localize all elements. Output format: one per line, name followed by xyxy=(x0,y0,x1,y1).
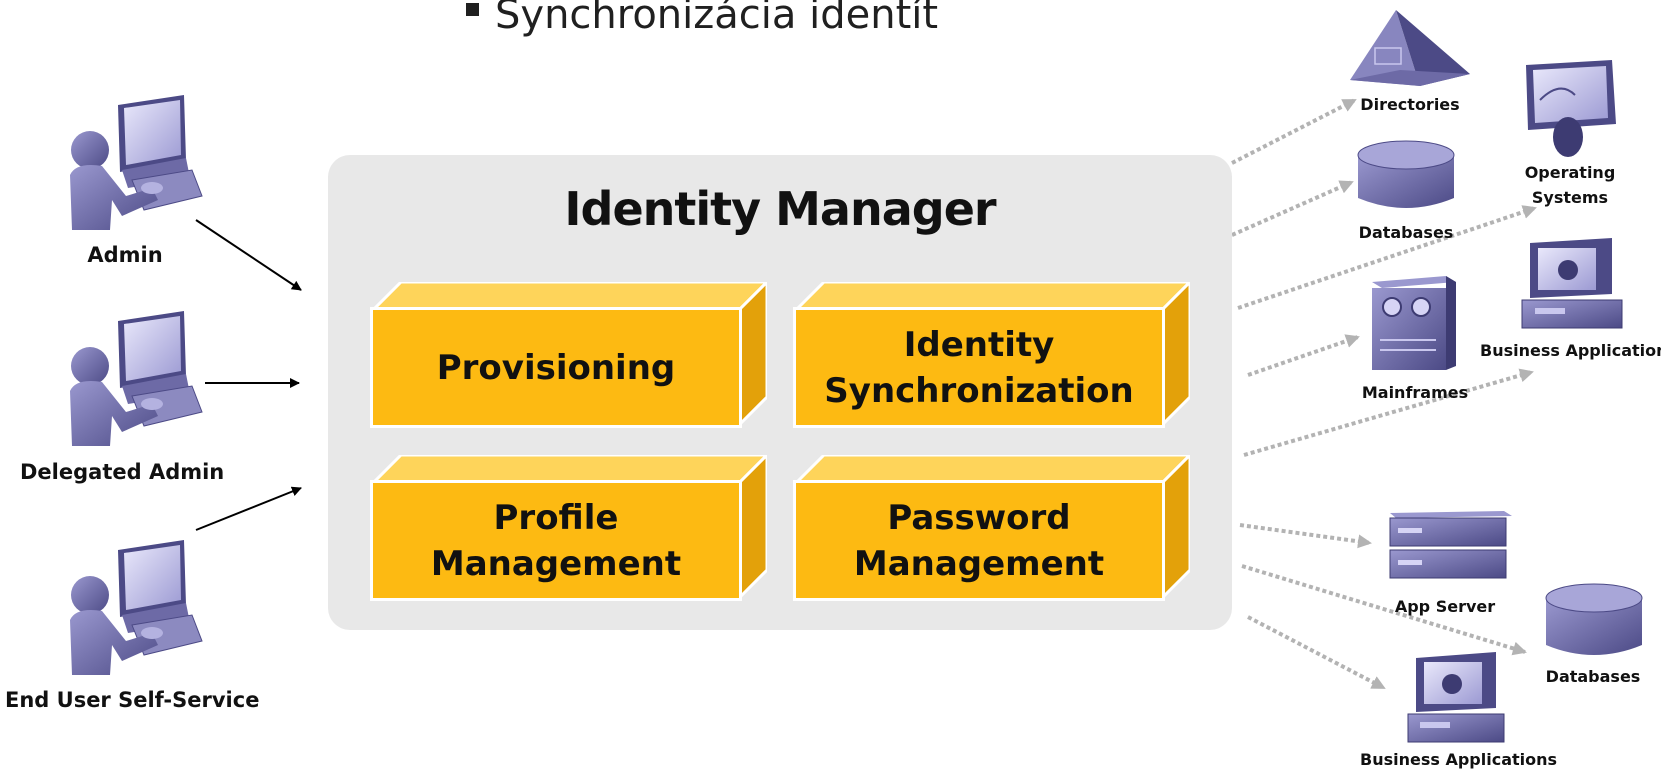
arrow-to-business-apps-top xyxy=(1243,368,1534,457)
identity-manager-title: Identity Manager xyxy=(564,182,996,236)
target-label-databases-bottom: Databases xyxy=(1545,667,1641,686)
user-label-delegated-admin: Delegated Admin xyxy=(20,460,225,484)
user-label-end-user: End User Self-Service xyxy=(5,688,260,712)
header-bullet-text: Synchronizácia identít xyxy=(495,0,939,38)
target-label-directories: Directories xyxy=(1360,95,1460,114)
module-provisioning: Provisioning xyxy=(373,282,767,425)
admin-arrow xyxy=(195,219,302,291)
module-provisioning-label: Provisioning xyxy=(373,310,739,425)
target-label-databases-top: Databases xyxy=(1358,223,1454,242)
target-label-mainframes: Mainframes xyxy=(1361,383,1469,402)
database-bottom-icon xyxy=(1545,583,1643,655)
arrow-to-business-apps-bottom xyxy=(1247,615,1386,690)
target-label-app-server: App Server xyxy=(1394,597,1496,616)
end-user-arrow xyxy=(195,486,302,531)
module-3d-edges xyxy=(373,455,767,598)
arrow-to-directories xyxy=(1231,98,1357,165)
admin-user-icon xyxy=(70,95,203,230)
database-top-icon xyxy=(1357,140,1455,208)
target-label-business-apps-bottom: Business Applications xyxy=(1360,750,1558,769)
header-bullet: Synchronizácia identít xyxy=(466,0,938,38)
arrow-to-databases-top xyxy=(1231,180,1354,237)
module-3d-edges xyxy=(796,282,1190,425)
end-user-icon xyxy=(70,540,203,675)
module-3d-edges xyxy=(373,282,767,425)
delegated-admin-user-icon xyxy=(70,311,203,446)
arrow-to-databases-bottom xyxy=(1241,564,1527,656)
business-app-bottom-icon xyxy=(1407,652,1505,743)
app-server-icon xyxy=(1389,511,1512,579)
directory-pyramid-icon xyxy=(1350,10,1470,86)
business-app-top-icon xyxy=(1521,238,1623,329)
arrow-to-app-server xyxy=(1239,523,1372,549)
arrow-to-operating-systems xyxy=(1237,205,1537,310)
monitor-mouse-icon xyxy=(1526,60,1616,157)
user-label-admin: Admin xyxy=(87,243,163,267)
target-label-business-apps-top: Business Applications xyxy=(1480,341,1661,360)
bullet-square-icon xyxy=(466,2,479,16)
mainframe-icon xyxy=(1372,276,1456,370)
arrow-to-mainframes xyxy=(1247,334,1360,377)
